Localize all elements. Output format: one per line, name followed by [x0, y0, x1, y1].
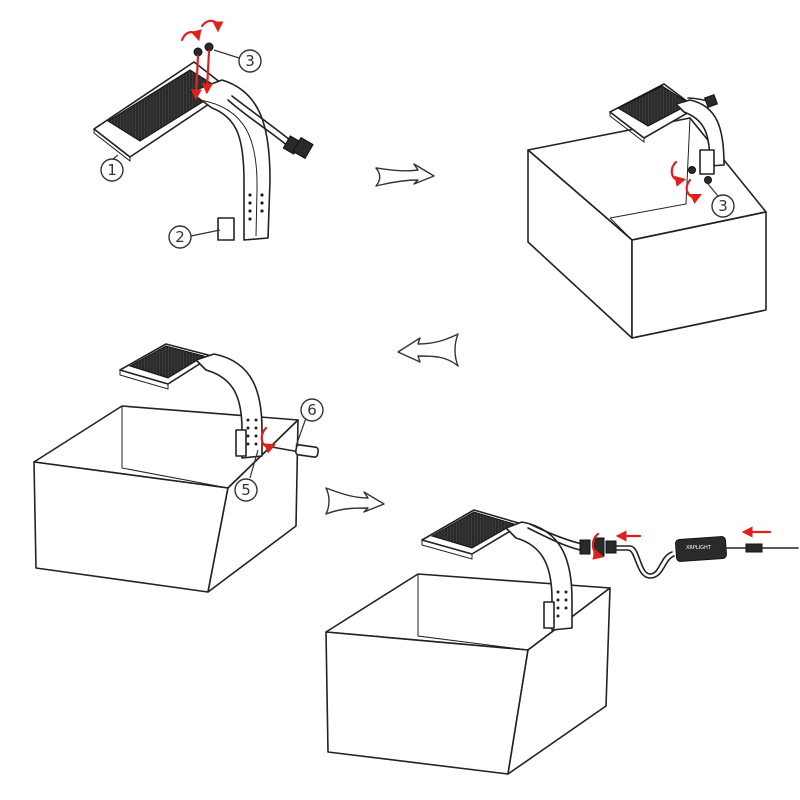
callout-6: 6: [295, 398, 324, 447]
step-2-tank: [527, 83, 767, 339]
rotate-arrow-icon: [200, 19, 224, 33]
rotate-arrow-icon: [685, 178, 702, 204]
flow-arrow-right-icon: [325, 487, 385, 515]
screws-step1: [180, 19, 224, 101]
screws-step2: [670, 160, 712, 204]
tank-clip-step3: [235, 429, 247, 457]
tank-clip-step2: [699, 149, 715, 175]
rotate-arrow-icon: [591, 532, 605, 560]
cable-connector: [579, 537, 617, 557]
thumb-screw: [260, 426, 320, 458]
cable-connector: [703, 93, 719, 109]
callout-1: 1: [100, 154, 124, 182]
step-4-tank: XRPLIGHT: [325, 509, 799, 775]
flow-arrow-right-icon: [375, 163, 435, 187]
arm-adjust-holes: [246, 418, 258, 446]
tank-front-side: [631, 211, 767, 339]
callout-2: 2: [168, 225, 221, 249]
step-3-tank: [33, 343, 320, 593]
callout-3-step2: 3: [707, 183, 735, 218]
power-cable: [231, 95, 291, 141]
lamp-arm-step4: [505, 521, 573, 631]
svg-text:3: 3: [718, 197, 728, 215]
rotate-arrow-icon: [180, 29, 202, 42]
callout-3-top: 3: [213, 49, 262, 73]
arm-adjust-holes: [556, 590, 568, 618]
svg-text:1: 1: [107, 161, 117, 179]
flow-arrow-left-icon: [397, 333, 459, 367]
tank-right-side: [507, 587, 611, 775]
tank-clip: [217, 217, 235, 241]
driver-label: XRPLIGHT: [686, 545, 712, 551]
callout-5: 5: [234, 449, 259, 502]
cable-connector: [282, 135, 314, 160]
tank-front-side: [325, 631, 529, 775]
dc-plug: [745, 543, 763, 553]
tank-clip-step4: [543, 601, 555, 629]
svg-text:5: 5: [241, 481, 251, 499]
svg-text:6: 6: [307, 401, 317, 419]
gooseneck-arm: [189, 79, 271, 241]
rotate-arrow-icon: [670, 160, 687, 187]
svg-text:3: 3: [245, 52, 255, 70]
arm-adjust-holes: [248, 193, 264, 221]
tank-right-side: [207, 419, 299, 593]
svg-text:2: 2: [175, 228, 185, 246]
step-1-lamp-assembly: [93, 19, 314, 241]
rotate-arrow-icon: [260, 426, 277, 454]
